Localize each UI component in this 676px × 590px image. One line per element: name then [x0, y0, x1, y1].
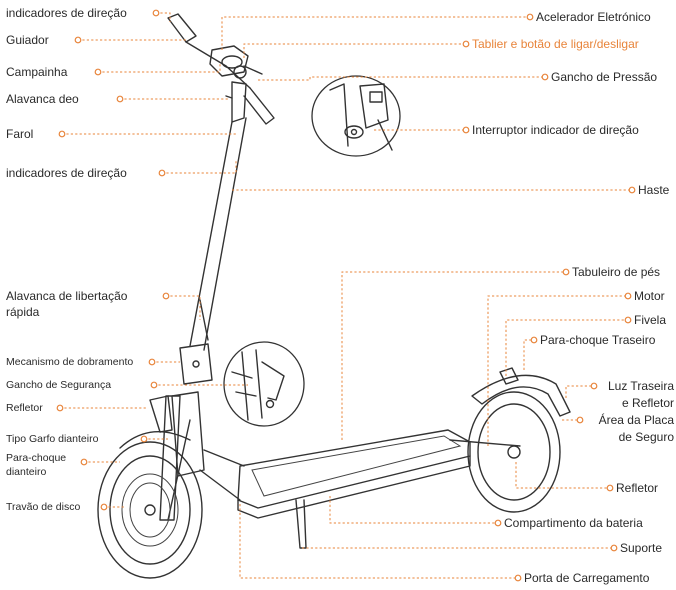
label-front-fender-line2: dianteiro — [6, 466, 47, 478]
label-disc-brake: Travão de disco — [6, 501, 81, 513]
label-headlight: Farol — [6, 127, 34, 141]
leaders-left — [56, 9, 248, 511]
label-buckle: Fivela — [634, 313, 667, 327]
leaders-right — [221, 13, 636, 582]
label-tail-light-line2: e Refletor — [621, 396, 674, 410]
label-turn-signals-mid: indicadores de direção — [6, 166, 127, 180]
label-kickstand: Suporte — [620, 541, 663, 555]
label-front-fork: Tipo Garfo dianteiro — [6, 433, 99, 445]
inset-folding-mechanism — [223, 341, 305, 427]
label-pressure-hook: Gancho de Pressão — [551, 70, 658, 84]
label-tail-light: Luz Traseira — [607, 379, 674, 393]
label-throttle: Acelerador Eletrónico — [536, 10, 651, 24]
label-stem: Haste — [638, 183, 670, 197]
label-battery: Compartimento da bateria — [504, 516, 643, 530]
label-rear-fender: Para-choque Traseiro — [540, 333, 656, 347]
label-handlebar: Guiador — [6, 33, 49, 47]
label-deck: Tabuleiro de pés — [572, 265, 661, 279]
label-front-fender: Para-choque — [6, 452, 67, 464]
label-safety-hook: Gancho de Segurança — [6, 379, 112, 391]
label-reflector-right: Refletor — [616, 481, 659, 495]
inset-turn-switch — [311, 75, 401, 157]
label-turn-switch: Interruptor indicador de direção — [472, 123, 639, 137]
label-plate-area-line2: de Seguro — [618, 430, 674, 444]
label-quick-release: Alavanca de libertação — [6, 289, 128, 303]
label-dashboard-power: Tablier e botão de ligar/desligar — [472, 37, 639, 51]
label-charging-port: Porta de Carregamento — [524, 571, 650, 585]
label-folding-mechanism: Mecanismo de dobramento — [6, 356, 134, 368]
label-reflector-left: Refletor — [6, 402, 43, 414]
label-brake-lever: Alavanca deo — [6, 92, 79, 106]
label-plate-area: Área da Placa — [598, 413, 674, 427]
label-motor: Motor — [634, 289, 665, 303]
label-bell: Campainha — [6, 65, 68, 79]
label-quick-release-line2: rápida — [6, 305, 40, 319]
scooter-drawing — [97, 13, 571, 579]
label-turn-signals-top: indicadores de direção — [6, 6, 127, 20]
